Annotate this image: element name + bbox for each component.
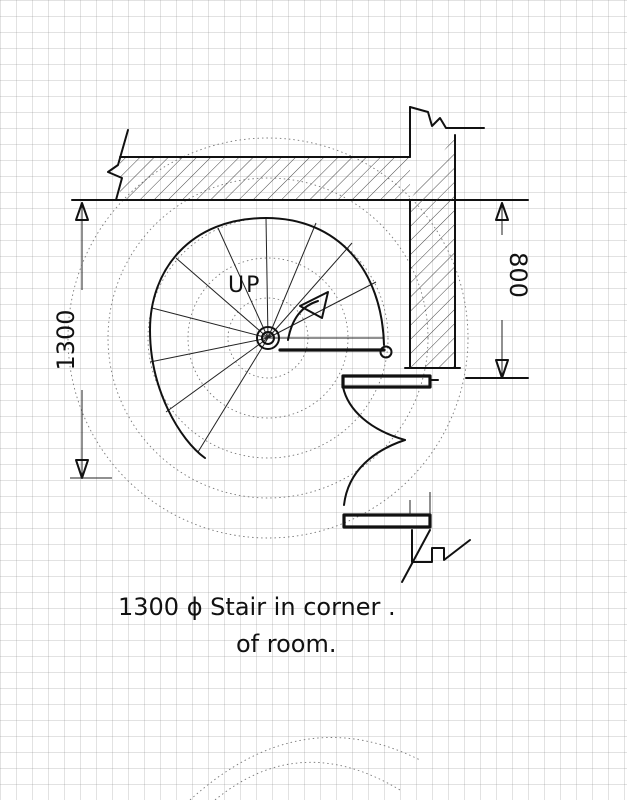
dimension-left: 1300 xyxy=(52,202,112,479)
dim-right-label: 800 xyxy=(504,252,532,298)
right-wall xyxy=(404,106,529,379)
dimension-right: 800 xyxy=(495,202,532,379)
caption-line-1: 1300 ϕ Stair in corner . xyxy=(118,593,396,621)
up-label: UP xyxy=(228,273,261,298)
caption: 1300 ϕ Stair in corner . of room. xyxy=(118,593,396,658)
stair-treads xyxy=(149,217,384,453)
top-wall xyxy=(71,106,529,201)
caption-line-2: of room. xyxy=(236,630,336,658)
dim-left-label: 1300 xyxy=(52,309,80,370)
construction-circles xyxy=(67,137,469,800)
lower-steps xyxy=(341,374,471,583)
spiral-stair: UP xyxy=(149,217,393,459)
